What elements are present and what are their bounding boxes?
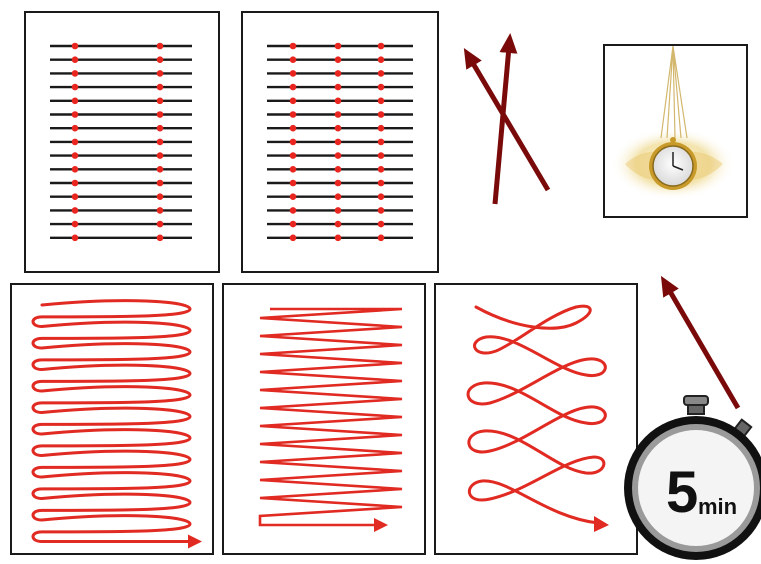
fixation-dot xyxy=(290,180,297,187)
figure-eight-scan-line xyxy=(468,306,605,523)
fixation-dot xyxy=(290,43,297,50)
fixation-dot xyxy=(335,152,342,159)
fixation-dot xyxy=(72,43,79,50)
fixation-dot xyxy=(335,84,342,91)
fixation-dot xyxy=(290,235,297,242)
page-three-fixation-columns xyxy=(241,11,439,273)
fixation-dot xyxy=(72,221,79,228)
scan-arrowhead xyxy=(374,518,388,532)
loop-scan-line xyxy=(33,301,198,542)
fixation-dot xyxy=(290,84,297,91)
fixation-dot xyxy=(157,84,164,91)
fixation-dot xyxy=(378,111,385,118)
fixation-dot xyxy=(72,98,79,105)
fixation-dot xyxy=(72,139,79,146)
fixation-dot xyxy=(157,235,164,242)
fixation-dot xyxy=(72,166,79,173)
fixation-dot xyxy=(378,235,385,242)
scan-arrowhead xyxy=(594,516,609,532)
fixation-dot xyxy=(72,56,79,63)
arrow-to-pendulum xyxy=(668,288,738,408)
fixation-dot xyxy=(378,207,385,214)
fixation-dot xyxy=(157,152,164,159)
page-figure-eight-scan xyxy=(434,283,638,555)
fixation-dot xyxy=(157,180,164,187)
fixation-dot xyxy=(157,70,164,77)
page-zigzag-scan xyxy=(222,283,426,555)
fixation-dot xyxy=(378,180,385,187)
fixation-dot xyxy=(335,70,342,77)
figure-eight-scan-path xyxy=(436,285,640,557)
fixation-dot xyxy=(157,221,164,228)
fixation-dot xyxy=(378,166,385,173)
fixation-dot xyxy=(335,111,342,118)
page-two-fixation-columns xyxy=(24,11,220,273)
pendulum-watch-frame xyxy=(603,44,748,218)
fixation-dot xyxy=(378,56,385,63)
timer-unit: min xyxy=(698,494,737,519)
fixation-dot xyxy=(378,84,385,91)
fixation-dot xyxy=(290,166,297,173)
fixation-dot xyxy=(335,180,342,187)
fixation-dot xyxy=(335,166,342,173)
fixation-dot xyxy=(157,98,164,105)
fixation-dot xyxy=(157,139,164,146)
fixation-dot xyxy=(72,84,79,91)
fixation-dot xyxy=(335,139,342,146)
fixation-dot xyxy=(335,56,342,63)
fixation-dot xyxy=(72,111,79,118)
fixation-dot xyxy=(290,111,297,118)
fixation-dot xyxy=(378,125,385,132)
fixation-dot xyxy=(72,193,79,200)
fixation-dot xyxy=(290,56,297,63)
fixation-dot xyxy=(335,207,342,214)
fixation-dot xyxy=(290,207,297,214)
timer-minutes: 5 xyxy=(666,460,698,525)
zigzag-scan-line xyxy=(260,309,402,525)
fixation-dot xyxy=(72,207,79,214)
fixation-dot xyxy=(72,180,79,187)
fixation-dot xyxy=(290,98,297,105)
fixation-dot xyxy=(378,193,385,200)
fixation-dot xyxy=(157,207,164,214)
pendulum-watch-icon xyxy=(605,46,746,216)
fixation-dot xyxy=(290,193,297,200)
fixation-dot xyxy=(335,221,342,228)
fixation-dot xyxy=(290,70,297,77)
fixation-dot xyxy=(72,125,79,132)
fixation-dot xyxy=(157,193,164,200)
fixation-dot xyxy=(335,235,342,242)
fixation-dot xyxy=(378,43,385,50)
two-column-lines xyxy=(26,13,222,275)
fixation-dot xyxy=(157,166,164,173)
fixation-dot xyxy=(378,98,385,105)
zigzag-scan-path xyxy=(224,285,428,557)
fixation-dot xyxy=(335,193,342,200)
fixation-dot xyxy=(157,43,164,50)
fixation-dot xyxy=(72,235,79,242)
fixation-dot xyxy=(378,152,385,159)
arrow-up-left xyxy=(471,60,548,190)
fixation-dot xyxy=(157,56,164,63)
fixation-dot xyxy=(157,111,164,118)
loop-scan-path xyxy=(12,285,216,557)
arrow-up xyxy=(495,47,509,204)
fixation-dot xyxy=(335,43,342,50)
fixation-dot xyxy=(378,221,385,228)
fixation-dot xyxy=(290,221,297,228)
fixation-dot xyxy=(378,70,385,77)
three-column-lines xyxy=(243,13,441,275)
fixation-dot xyxy=(335,98,342,105)
fixation-dot xyxy=(378,139,385,146)
fixation-dot xyxy=(290,152,297,159)
fixation-dot xyxy=(72,70,79,77)
page-loop-scan xyxy=(10,283,214,555)
scan-arrowhead xyxy=(188,535,202,549)
fixation-dot xyxy=(157,125,164,132)
fixation-dot xyxy=(290,125,297,132)
fixation-dot xyxy=(335,125,342,132)
fixation-dot xyxy=(290,139,297,146)
fixation-dot xyxy=(72,152,79,159)
